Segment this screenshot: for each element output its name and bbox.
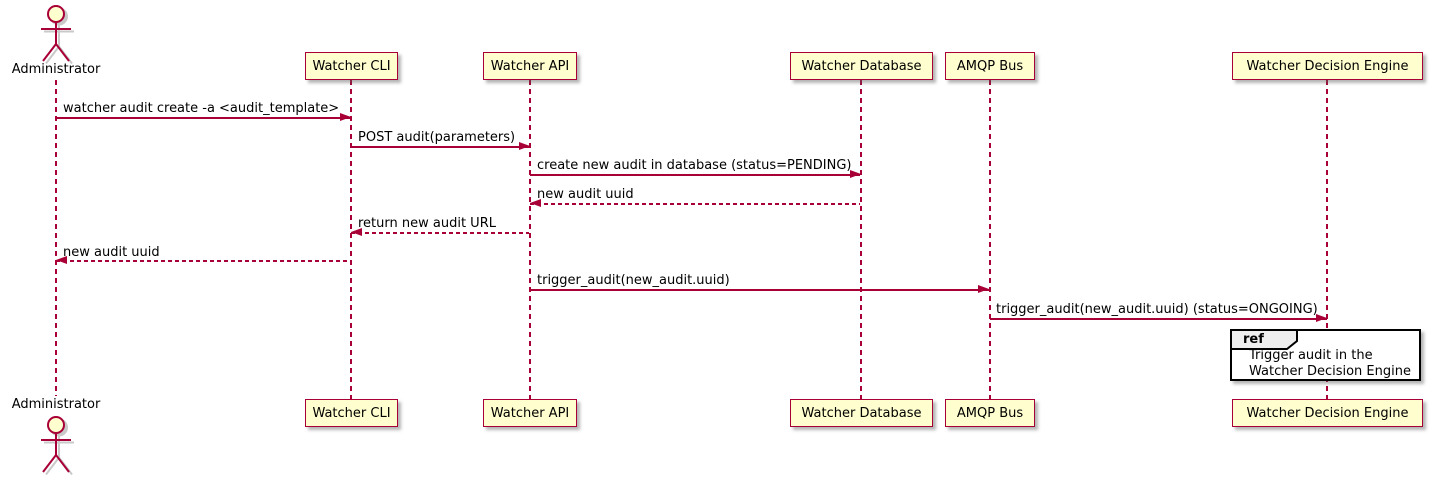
- actor-label-top: Administrator: [11, 62, 101, 77]
- participant-label: Watcher API: [490, 58, 570, 74]
- message-line: [56, 260, 350, 262]
- arrowhead-left-icon: [56, 256, 67, 264]
- message-label: trigger_audit(new_audit.uuid): [537, 273, 730, 288]
- message-line: [56, 117, 350, 119]
- ref-text-line: Trigger audit in the: [1249, 348, 1373, 363]
- participant-watcher-api-top: Watcher API: [483, 52, 577, 80]
- lifeline-watcher-api: [529, 80, 531, 399]
- participant-label: Watcher Database: [801, 58, 922, 74]
- message-label: trigger_audit(new_audit.uuid) (status=ON…: [996, 302, 1318, 317]
- actor-icon-bottom: [41, 416, 74, 475]
- participant-watcher-database-bottom: Watcher Database: [790, 399, 933, 427]
- participant-watcher-decision-engine-bottom: Watcher Decision Engine: [1232, 399, 1423, 427]
- participant-label: Watcher API: [490, 405, 570, 421]
- participant-watcher-cli-top: Watcher CLI: [305, 52, 398, 80]
- participant-watcher-database-top: Watcher Database: [790, 52, 933, 80]
- participant-label: AMQP Bus: [956, 58, 1024, 74]
- arrowhead-right-icon: [1316, 314, 1327, 322]
- arrowhead-right-icon: [850, 170, 861, 178]
- participant-label: Watcher CLI: [312, 58, 391, 74]
- message-label: POST audit(parameters): [358, 130, 516, 145]
- lifeline-watcher-decision-engine: [1326, 80, 1328, 399]
- participant-watcher-api-bottom: Watcher API: [483, 399, 577, 427]
- arrowhead-right-icon: [978, 285, 989, 293]
- message-label: new audit uuid: [63, 245, 160, 260]
- message-line: [990, 318, 1327, 320]
- arrowhead-left-icon: [530, 199, 541, 207]
- participant-watcher-cli-bottom: Watcher CLI: [305, 399, 398, 427]
- message-line: [530, 203, 860, 205]
- actor-label-bottom: Administrator: [11, 397, 101, 412]
- actor-icon-top: [41, 5, 74, 64]
- participant-label: Watcher Database: [801, 405, 922, 421]
- participant-label: Watcher CLI: [312, 405, 391, 421]
- participant-watcher-decision-engine-top: Watcher Decision Engine: [1232, 52, 1423, 80]
- message-line: [351, 146, 529, 148]
- message-line: [530, 289, 989, 291]
- lifeline-watcher-database: [860, 80, 862, 399]
- ref-text-line: Watcher Decision Engine: [1249, 363, 1411, 379]
- ref-tab-icon: [1230, 329, 1298, 350]
- participant-label: AMQP Bus: [956, 405, 1024, 421]
- message-label: return new audit URL: [358, 216, 496, 231]
- arrowhead-right-icon: [340, 113, 351, 121]
- lifeline-watcher-cli: [350, 80, 352, 399]
- participant-amqp-bus-top: AMQP Bus: [945, 52, 1035, 80]
- ref-body: Trigger audit in the Watcher Decision En…: [1249, 348, 1411, 379]
- message-label: new audit uuid: [537, 187, 634, 202]
- arrowhead-left-icon: [351, 228, 362, 236]
- ref-fragment: ref Trigger audit in the Watcher Decisio…: [1230, 329, 1421, 381]
- message-line: [530, 174, 860, 176]
- participant-amqp-bus-bottom: AMQP Bus: [945, 399, 1035, 427]
- lifeline-administrator: [55, 80, 57, 396]
- participant-label: Watcher Decision Engine: [1246, 405, 1409, 421]
- participant-label: Watcher Decision Engine: [1246, 58, 1409, 74]
- message-label: create new audit in database (status=PEN…: [537, 158, 852, 173]
- message-label: watcher audit create -a <audit_template>: [63, 101, 340, 116]
- message-line: [351, 232, 529, 234]
- ref-keyword: ref: [1243, 332, 1264, 347]
- arrowhead-right-icon: [519, 142, 530, 150]
- lifeline-amqp-bus: [989, 80, 991, 399]
